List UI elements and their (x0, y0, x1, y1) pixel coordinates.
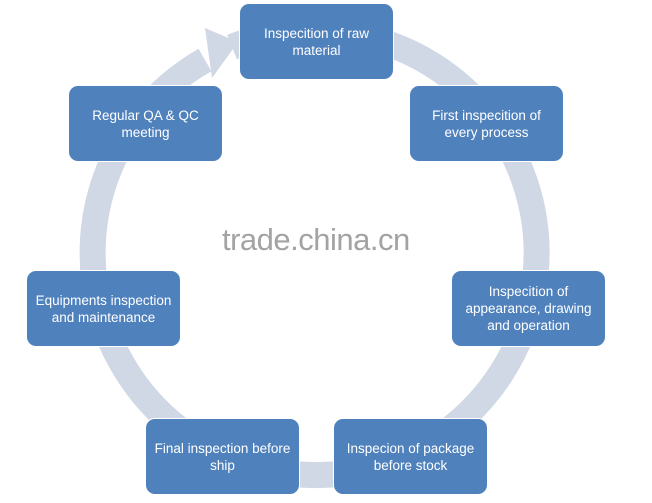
step-equipment-inspection: Equipments inspection and maintenance (27, 271, 180, 346)
step-first-inspection: First inspecition of every process (410, 86, 563, 161)
step-appearance-inspection: Inspecition of appearance, drawing and o… (452, 271, 605, 346)
step-final-inspection: Final inspection before ship (146, 419, 299, 494)
step-raw-material: Inspecition of raw material (240, 4, 393, 79)
step-qa-qc-meeting: Regular QA & QC meeting (69, 86, 222, 161)
watermark: trade.china.cn (222, 222, 410, 257)
cycle-arrowhead-icon (205, 28, 238, 78)
step-package-inspection: Inspecion of package before stock (334, 419, 487, 494)
